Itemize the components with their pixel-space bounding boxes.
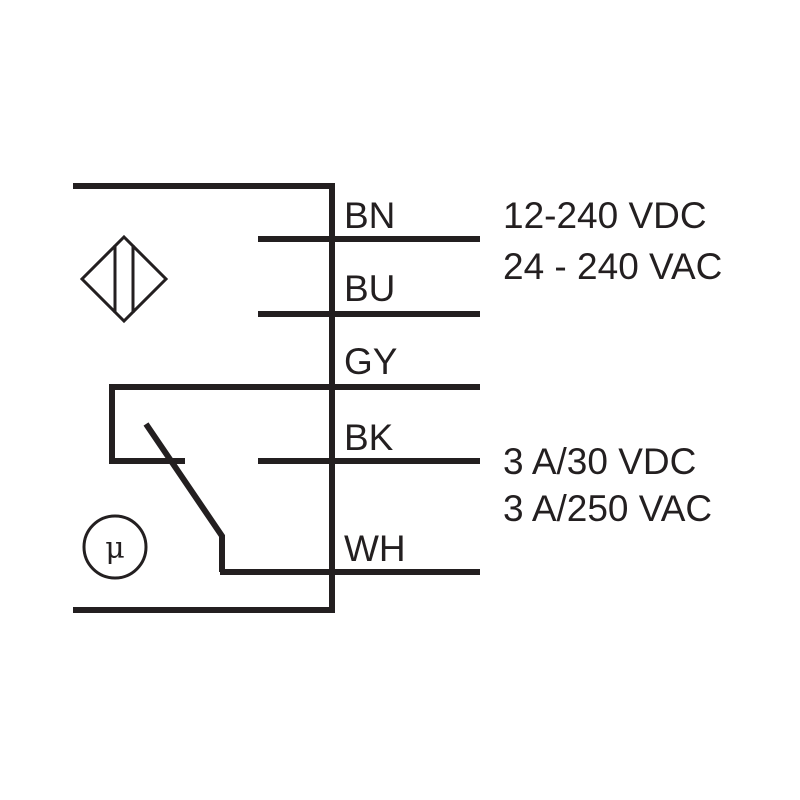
inductive-sensor-icon (79, 234, 169, 324)
contact-rating-ac: 3 A/250 VAC (503, 488, 712, 529)
contact-rating-dc: 3 A/30 VDC (503, 441, 696, 482)
wire-label-bn: BN (344, 195, 395, 236)
terminal-lines (109, 236, 480, 575)
wire-label-bu: BU (344, 268, 395, 309)
wire-labels: BN BU GY BK WH (344, 195, 406, 569)
microprocessor-icon: μ (82, 514, 148, 580)
contact-rating-spec: 3 A/30 VDC 3 A/250 VAC (503, 441, 712, 529)
sensor-housing (73, 183, 335, 613)
supply-ac-range: 24 - 240 VAC (503, 246, 722, 287)
supply-dc-range: 12-240 VDC (503, 195, 707, 236)
wire-label-wh: WH (344, 528, 406, 569)
wire-label-gy: GY (344, 341, 397, 382)
supply-spec: 12-240 VDC 24 - 240 VAC (503, 195, 722, 287)
microprocessor-symbol: μ (105, 531, 125, 566)
wire-label-bk: BK (344, 417, 394, 458)
relay-switch-icon (109, 387, 225, 572)
